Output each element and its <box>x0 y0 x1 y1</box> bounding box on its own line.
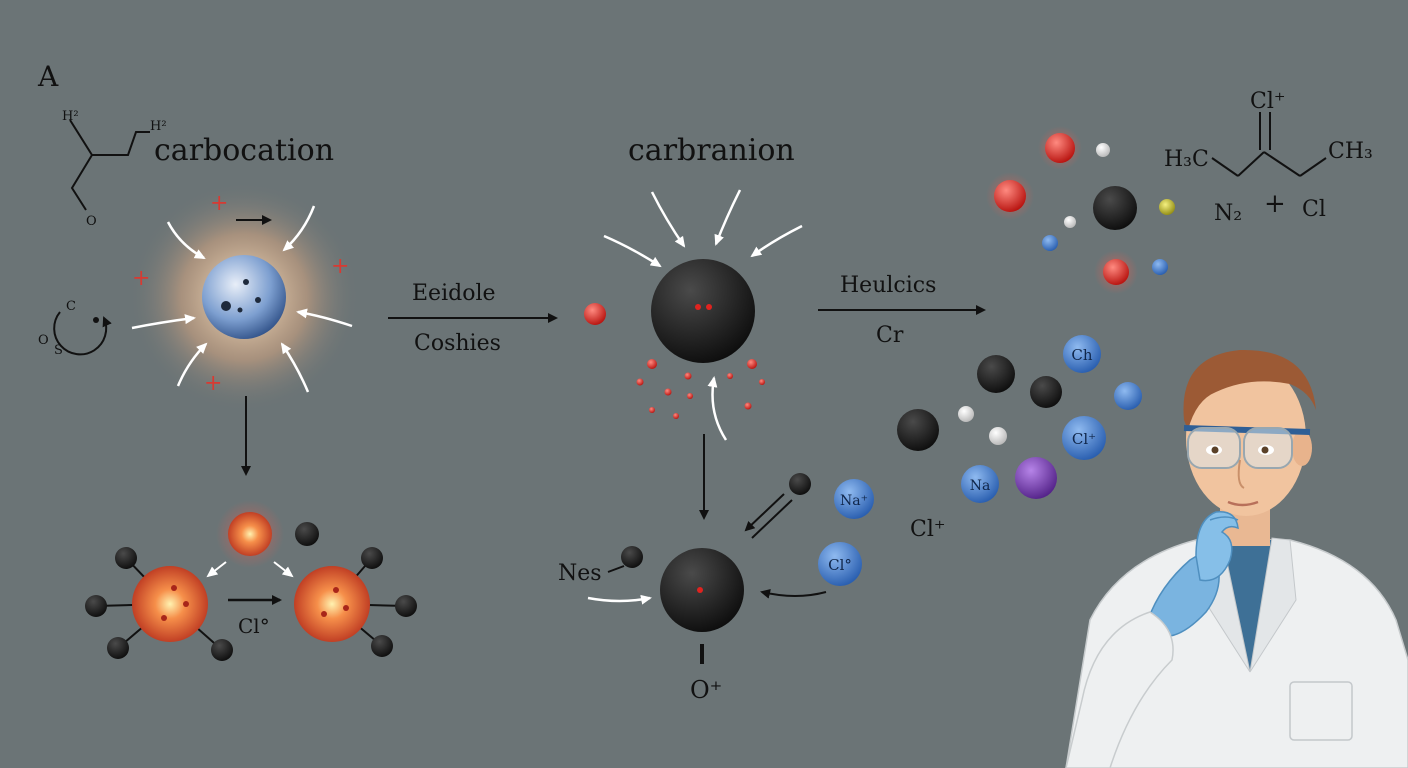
gloved-hand <box>1195 511 1239 582</box>
carbranion-dot-1 <box>695 304 701 310</box>
white-atom <box>989 427 1007 445</box>
panel-label: A <box>37 60 59 93</box>
na-atom-right <box>961 465 999 503</box>
blue-atom <box>1042 235 1058 251</box>
orange-sphere-left <box>132 566 208 642</box>
purple-atom <box>1015 457 1057 499</box>
structure-o-label: O <box>86 214 97 229</box>
lower-molecule-cluster <box>897 355 1142 499</box>
formula-plus: + <box>1264 189 1286 219</box>
red-intermediate <box>228 512 272 556</box>
mouth <box>1227 500 1259 507</box>
cl-black-arrow <box>760 588 827 599</box>
arrow1-bottom-label: Coshies <box>414 331 501 356</box>
carbranion-sphere <box>651 259 755 363</box>
orange-sphere-right <box>294 566 370 642</box>
formula-h3c: H₃C <box>1164 147 1209 172</box>
top-molecule-cluster <box>986 126 1175 294</box>
product-middle-dot <box>697 587 703 593</box>
svg-text:+: + <box>210 191 228 216</box>
black-atom <box>977 355 1015 393</box>
product-black-atoms <box>85 547 417 661</box>
red-atom <box>994 180 1026 212</box>
svg-text:+: + <box>132 266 150 291</box>
double-arrow-icon <box>744 493 793 539</box>
black-atom-large <box>1093 186 1137 230</box>
coat-sleeve <box>1065 611 1174 768</box>
white-atom <box>1096 143 1110 157</box>
black-atom <box>1030 376 1062 408</box>
yellow-atom <box>1159 199 1175 215</box>
carbocation-title: carbocation <box>154 133 334 168</box>
carbocation-electrons <box>221 279 261 313</box>
cycle-arrow-icon <box>53 311 112 356</box>
formula-cl-top: Cl⁺ <box>1250 89 1285 114</box>
nes-bond <box>607 565 625 573</box>
black-atom-top <box>295 522 319 546</box>
structure-h-label-1: H² <box>62 109 79 124</box>
o-label: O⁺ <box>690 676 722 704</box>
carbocation-sphere <box>202 255 286 339</box>
cycle-s-label: S <box>54 343 63 358</box>
product-cl-label: Cl° <box>238 614 270 638</box>
cl-atom <box>818 542 862 586</box>
svg-text:+: + <box>204 371 222 396</box>
attack-arrows-left <box>131 205 353 393</box>
na-atom <box>834 479 874 519</box>
product-white-arrows <box>206 561 294 578</box>
carbranion-dot-2 <box>706 304 712 310</box>
formula-n2: N₂ <box>1214 201 1242 226</box>
coat-pocket <box>1289 681 1353 741</box>
cycle-o-label: O <box>38 333 49 348</box>
arrow1-top-label: Eeidole <box>412 281 496 306</box>
red-atom <box>1045 133 1075 163</box>
structure-h-label-2: H² <box>150 119 167 134</box>
loose-cl-label: Cl⁺ <box>910 517 945 542</box>
ch-atom-label: Ch <box>1071 346 1092 364</box>
white-atom <box>958 406 974 422</box>
cycle-dot <box>93 317 99 323</box>
blue-atom <box>1114 382 1142 410</box>
red-atom <box>1103 259 1129 285</box>
cl-plus-atom-label: Cl⁺ <box>1072 430 1096 448</box>
ch-atom <box>1063 335 1101 373</box>
glove-finger <box>1209 516 1239 521</box>
na-atom-label: Na⁺ <box>840 493 868 509</box>
cycle-c-label: C <box>66 299 76 314</box>
formula-cl-right: Cl <box>1302 197 1326 222</box>
carbranion-title: carbranion <box>628 133 795 168</box>
ear <box>1292 430 1312 466</box>
na-atom-right-label: Na <box>970 478 991 494</box>
red-atom-incoming <box>584 303 606 325</box>
nose <box>1237 459 1245 489</box>
product-inner-dots <box>161 585 349 621</box>
cl-plus-atom <box>1062 416 1106 460</box>
coat-lapel-right <box>1249 537 1297 673</box>
scattered-red-particles <box>636 359 765 419</box>
charge-plus-signs: + + + + <box>132 191 349 396</box>
hair <box>1183 349 1316 430</box>
white-atom <box>1064 216 1076 228</box>
cl-atom-label: Cl° <box>828 556 852 574</box>
black-atom-small <box>789 473 811 495</box>
scientist-illustration <box>1065 349 1408 768</box>
black-atom <box>897 409 939 451</box>
carbocation-structure <box>69 119 150 211</box>
nes-atom <box>621 546 643 568</box>
formula-structure <box>1211 112 1327 177</box>
attack-arrows-middle <box>603 189 803 441</box>
formula-ch3: CH₃ <box>1328 139 1373 164</box>
arrow2-top-label: Heulcics <box>840 273 936 298</box>
nes-white-arrow <box>587 594 652 605</box>
svg-text:+: + <box>331 254 349 279</box>
nes-label: Nes <box>558 561 602 586</box>
arrow2-bottom-label: Cr <box>876 323 904 348</box>
blue-atom <box>1152 259 1168 275</box>
